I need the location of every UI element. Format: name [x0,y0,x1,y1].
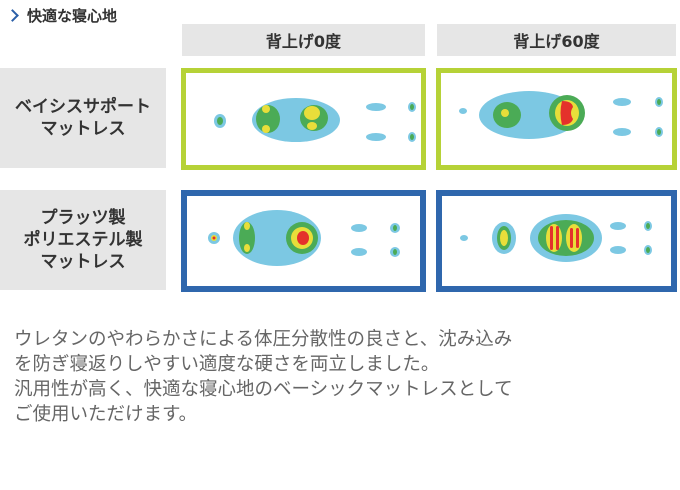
description: ウレタンのやわらかさによる体圧分散性の良さと、沈み込み を防ぎ寝返りしやすい適度… [14,327,674,427]
pressure-map-polyester-0deg [181,190,426,292]
row-label-line: マットレス [40,119,126,139]
row-label-line: マットレス [40,252,126,272]
section-title-text: 快適な寝心地 [27,6,118,25]
description-line: を防ぎ寝返りしやすい適度な硬さを両立しました。 [14,354,440,375]
description-line: 汎用性が高く、快適な寝心地のベーシックマットレスとして [14,379,513,400]
description-line: ウレタンのやわらかさによる体圧分散性の良さと、沈み込み [14,329,513,350]
row-label-line: ベイシスサポート [15,97,151,117]
row-header-basis-support: ベイシスサポート マットレス [0,68,166,168]
column-header-0deg: 背上げ0度 [182,24,425,56]
row-label-line: ポリエステル製 [23,230,143,250]
row-header-polyester: プラッツ製 ポリエステル製 マットレス [0,190,166,290]
section-title: 快適な寝心地 [6,4,117,26]
pressure-map-basis-60deg [436,68,677,170]
pressure-map-basis-0deg [181,68,426,170]
pressure-map-polyester-60deg [436,190,677,292]
description-line: ご使用いただけます。 [14,404,198,425]
row-label-line: プラッツ製 [40,208,126,228]
column-header-60deg: 背上げ60度 [437,24,676,56]
chevron-right-icon [6,8,19,22]
